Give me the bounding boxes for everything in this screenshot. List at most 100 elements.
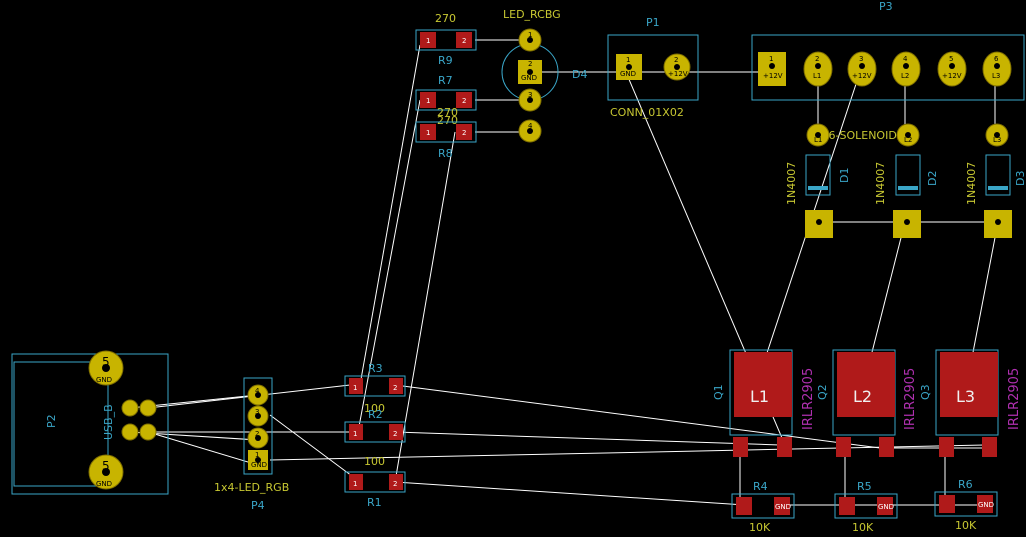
mosfet-q1[interactable]: L1 Q1 IRLR2905: [712, 349, 816, 457]
diode-d3[interactable]: L3 1N4007 D3: [965, 123, 1026, 238]
q2-body-label: L2: [853, 387, 872, 406]
d4-gnd-label: GND: [521, 74, 537, 82]
r5-value: 10K: [852, 521, 874, 534]
r7-reference: R7: [438, 74, 453, 87]
p4-pad4-num: 4: [255, 387, 260, 395]
r7-pad2-num: 2: [462, 97, 466, 105]
r5-gnd-label: GND: [878, 503, 894, 511]
p3-pad1-net: +12V: [763, 72, 783, 80]
r7-value: 270: [437, 106, 458, 119]
connector-p3[interactable]: P3 1 +12V 2 L1 3 +12V 4 L2 5 +12V 6 L3 1…: [751, 0, 1025, 142]
q2-value: IRLR2905: [903, 368, 918, 430]
r5-reference: R5: [857, 480, 872, 493]
r8-pad1-num: 1: [426, 129, 430, 137]
r6-gnd-label: GND: [978, 501, 994, 509]
p3-pad3-net: +12V: [852, 72, 872, 80]
r8-value: 270: [437, 114, 458, 127]
d2-top-pad-net: L2: [904, 136, 912, 144]
d4-pad4-num: 4: [528, 122, 533, 130]
r7-pad1-num: 1: [426, 97, 430, 105]
p3-pad1-num: 1: [769, 55, 773, 63]
mosfet-q3[interactable]: L3 Q3 IRLR2905: [919, 349, 1022, 457]
p3-pad3-num: 3: [859, 55, 863, 63]
p2-shield2-gnd: GND: [96, 480, 112, 488]
resistor-r6[interactable]: R6 GND 10K: [934, 478, 998, 532]
r1-pad1-num: 1: [353, 480, 357, 488]
p2-shield2-num: 5: [102, 459, 110, 473]
p4-pad3-num: 3: [255, 408, 259, 416]
connector-p4[interactable]: 4 3 2 1 GND 1x4-LED_RGB P4: [214, 377, 289, 512]
d3-reference: D3: [1014, 171, 1026, 186]
diode-d1[interactable]: L1 1N4007 D1: [785, 123, 851, 238]
d2-reference: D2: [926, 171, 939, 186]
q2-reference: Q2: [816, 384, 829, 400]
r3-value: 100: [364, 402, 385, 415]
r8-reference: R8: [438, 147, 453, 160]
q1-value: IRLR2905: [801, 368, 816, 430]
p4-pad2-num: 2: [255, 430, 259, 438]
p3-pad6-net: L3: [992, 72, 1000, 80]
resistor-r3[interactable]: R3 1 2 100: [344, 362, 406, 415]
r4-reference: R4: [753, 480, 768, 493]
p3-pad5-num: 5: [949, 55, 953, 63]
r1-pad2-num: 2: [393, 480, 397, 488]
r9-reference: R9: [438, 54, 453, 67]
r3-reference: R3: [368, 362, 383, 375]
q3-value: IRLR2905: [1007, 368, 1022, 430]
p4-value: 1x4-LED_RGB: [214, 481, 289, 494]
q1-body-label: L1: [750, 387, 769, 406]
d3-top-pad-net: L3: [993, 136, 1001, 144]
usb-connector-p2[interactable]: P2 USB_B 5 GND 5 GND: [11, 350, 169, 495]
p1-pad1-net: GND: [620, 70, 636, 78]
resistor-r4[interactable]: R4 GND 10K: [731, 480, 795, 534]
resistor-r8[interactable]: 270 1 2 R8: [415, 114, 477, 160]
r2-pad2-num: 2: [393, 430, 397, 438]
d1-reference: D1: [838, 168, 851, 183]
r3-pad2-num: 2: [393, 384, 397, 392]
p3-pad2-num: 2: [815, 55, 819, 63]
d4-pad2-num: 2: [528, 60, 532, 68]
q1-reference: Q1: [712, 384, 725, 400]
r9-value: 270: [435, 12, 456, 25]
resistor-r2[interactable]: R2 1 2 100: [344, 408, 406, 468]
connector-p1[interactable]: P1 1 GND 2 +12V CONN_01X02: [607, 16, 699, 119]
r2-reference: R2: [368, 408, 383, 421]
r4-gnd-label: GND: [775, 503, 791, 511]
r6-value: 10K: [955, 519, 977, 532]
r9-pad1-num: 1: [426, 37, 430, 45]
d4-value: LED_RCBG: [503, 8, 561, 21]
q3-reference: Q3: [919, 384, 932, 400]
d1-top-pad-net: L1: [814, 136, 822, 144]
resistor-r7[interactable]: R7 1 2 270: [415, 74, 477, 119]
diode-d2[interactable]: L2 1N4007 D2: [874, 123, 939, 238]
resistor-r5[interactable]: R5 GND 10K: [834, 480, 898, 534]
d1-value: 1N4007: [785, 162, 798, 205]
p1-value: CONN_01X02: [610, 106, 684, 119]
resistor-r9[interactable]: 270 1 2 R9: [415, 12, 477, 67]
r2-pad1-num: 1: [353, 430, 357, 438]
p4-gnd-label: GND: [251, 461, 267, 469]
r9-pad2-num: 2: [462, 37, 466, 45]
resistor-r1[interactable]: 1 2 R1: [344, 471, 406, 509]
d4-pad1-num: 1: [528, 31, 532, 39]
p2-shield1-num: 5: [102, 355, 110, 369]
p3-pad5-net: +12V: [942, 72, 962, 80]
p4-pad1-num: 1: [255, 451, 259, 459]
p1-reference: P1: [646, 16, 660, 29]
d3-value: 1N4007: [965, 162, 978, 205]
q3-body-label: L3: [956, 387, 975, 406]
p3-pad4-num: 4: [903, 55, 908, 63]
p2-value: USB_B: [102, 404, 115, 440]
led-d4[interactable]: LED_RCBG 1 2 GND 3 4 D4: [501, 8, 587, 143]
r1-reference: R1: [367, 496, 382, 509]
p1-pad1-num: 1: [626, 56, 630, 64]
r8-pad2-num: 2: [462, 129, 466, 137]
p3-value: 1x6-SOLENOIDS: [815, 129, 904, 142]
r3-pad1-num: 1: [353, 384, 357, 392]
p3-pad2-net: L1: [813, 72, 821, 80]
d2-value: 1N4007: [874, 162, 887, 205]
p3-reference: P3: [879, 0, 893, 13]
r4-value: 10K: [749, 521, 771, 534]
mosfet-q2[interactable]: L2 Q2 IRLR2905: [816, 349, 918, 457]
